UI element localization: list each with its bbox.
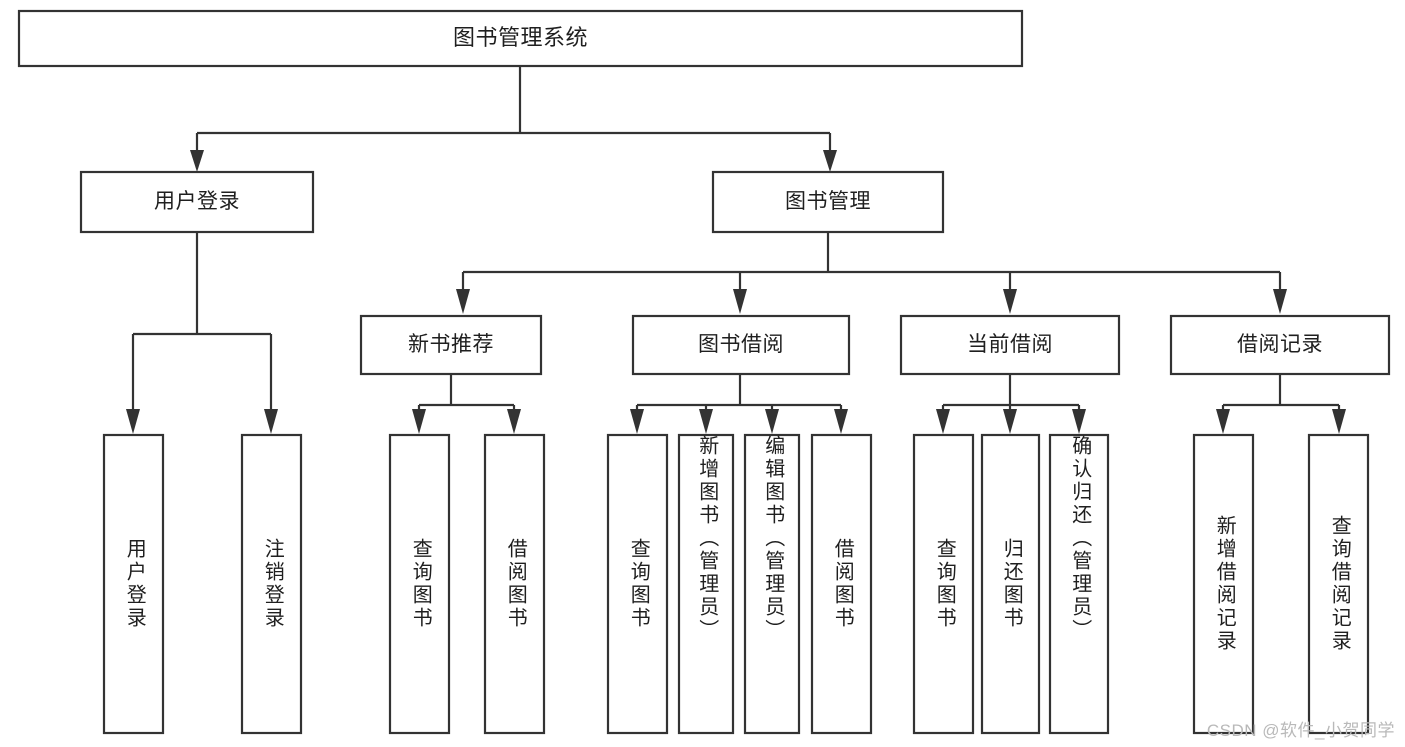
node-box-leaf-borrow-book-1[interactable]	[483, 433, 546, 735]
node-box-borrow-record[interactable]	[1169, 314, 1391, 376]
node-box-leaf-query-book-3[interactable]	[912, 433, 975, 735]
arrow-head-leaf-query-book-2	[630, 409, 644, 434]
node-box-leaf-edit-book[interactable]	[743, 433, 801, 735]
node-box-leaf-query-record[interactable]	[1307, 433, 1370, 735]
arrow-head-leaf-borrow-book-1	[507, 409, 521, 434]
arrow-head-current-borrow	[1003, 289, 1017, 314]
node-box-leaf-add-record[interactable]	[1192, 433, 1255, 735]
arrow-head-leaf-query-record	[1332, 409, 1346, 434]
node-box-leaf-user-login[interactable]	[102, 433, 165, 735]
node-box-leaf-query-book-2[interactable]	[606, 433, 669, 735]
arrow-head-leaf-user-logout	[264, 409, 278, 434]
arrow-head-leaf-edit-book	[765, 409, 779, 434]
node-box-user-login[interactable]	[79, 170, 315, 234]
arrow-head-leaf-confirm-return	[1072, 409, 1086, 434]
node-box-root[interactable]	[17, 9, 1024, 68]
node-box-book-manage[interactable]	[711, 170, 945, 234]
arrow-head-leaf-return-book	[1003, 409, 1017, 434]
node-box-leaf-add-book[interactable]	[677, 433, 735, 735]
node-box-leaf-borrow-book-2[interactable]	[810, 433, 873, 735]
arrow-head-book-manage	[823, 150, 837, 172]
node-box-new-book-rec[interactable]	[359, 314, 543, 376]
node-box-leaf-query-book-1[interactable]	[388, 433, 451, 735]
node-box-current-borrow[interactable]	[899, 314, 1121, 376]
arrow-head-leaf-add-record	[1216, 409, 1230, 434]
arrow-head-borrow-record	[1273, 289, 1287, 314]
node-box-book-borrow[interactable]	[631, 314, 851, 376]
arrow-head-user-login	[190, 150, 204, 172]
arrow-head-leaf-query-book-1	[412, 409, 426, 434]
arrow-head-leaf-add-book	[699, 409, 713, 434]
arrow-head-leaf-borrow-book-2	[834, 409, 848, 434]
node-box-leaf-user-logout[interactable]	[240, 433, 303, 735]
arrow-head-leaf-user-login	[126, 409, 140, 434]
arrow-head-new-book-rec	[456, 289, 470, 314]
arrow-head-leaf-query-book-3	[936, 409, 950, 434]
arrow-head-book-borrow	[733, 289, 747, 314]
node-box-leaf-confirm-return[interactable]	[1048, 433, 1110, 735]
node-box-leaf-return-book[interactable]	[980, 433, 1041, 735]
